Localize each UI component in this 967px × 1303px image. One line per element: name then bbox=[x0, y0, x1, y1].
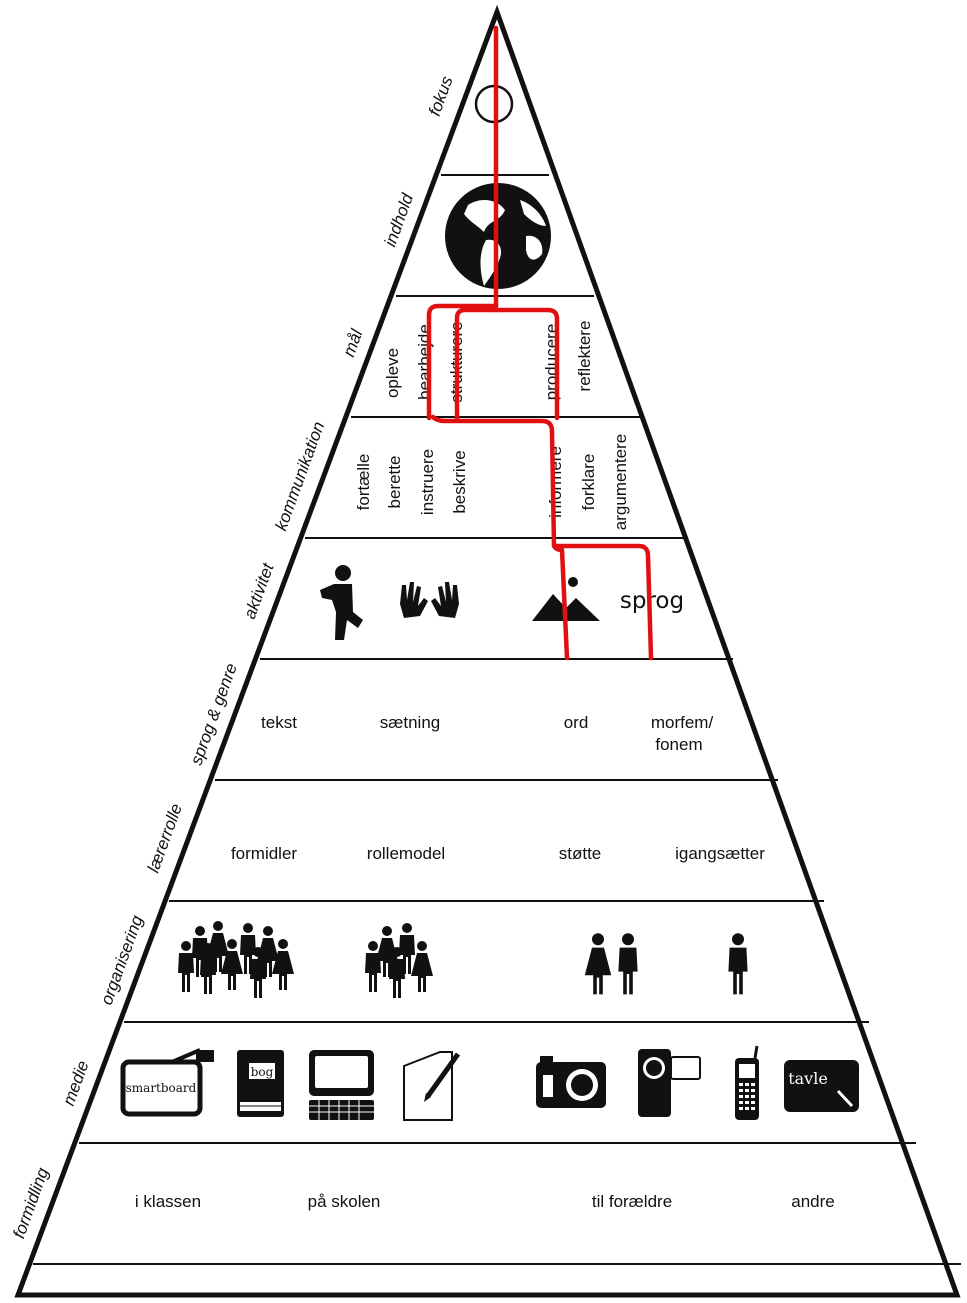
kommunikation-item-fortaelle: fortælle bbox=[354, 454, 373, 511]
laererrolle-item-stoette: støtte bbox=[559, 844, 602, 863]
formidling-item-til-foraeldre: til forældre bbox=[592, 1192, 672, 1211]
smartboard-label: smartboard bbox=[126, 1081, 197, 1095]
book-label: bog bbox=[251, 1065, 274, 1079]
sprog-genre-item-saetning: sætning bbox=[380, 713, 440, 732]
formidling-item-andre: andre bbox=[791, 1192, 834, 1211]
blackboard-icon: tavle bbox=[784, 1060, 859, 1112]
side-label-maal: mål bbox=[339, 326, 367, 359]
kommunikation-item-argumentere: argumentere bbox=[611, 434, 630, 530]
side-label-fokus: fokus bbox=[425, 73, 457, 118]
computer-icon bbox=[309, 1050, 374, 1120]
sprog-genre-item-fonem: fonem bbox=[655, 735, 702, 754]
maal-item-reflektere: reflektere bbox=[575, 321, 594, 392]
kommunikation-item-instruere: instruere bbox=[418, 449, 437, 515]
kommunikation-item-berette: berette bbox=[385, 456, 404, 509]
laererrolle-item-formidler: formidler bbox=[231, 844, 297, 863]
maal-item-opleve: opleve bbox=[383, 348, 402, 398]
laererrolle-item-rollemodel: rollemodel bbox=[367, 844, 445, 863]
sprog-genre-item-tekst: tekst bbox=[261, 713, 297, 732]
kommunikation-item-forklare: forklare bbox=[579, 454, 598, 511]
smartboard-icon: smartboard bbox=[123, 1050, 214, 1114]
book-icon: bog bbox=[237, 1050, 284, 1117]
formidling-item-paa-skolen: på skolen bbox=[308, 1192, 381, 1211]
aktivitet-item-sprog: sprog bbox=[620, 588, 684, 614]
sprog-genre-item-morfem: morfem/ bbox=[651, 713, 714, 732]
kommunikation-item-beskrive: beskrive bbox=[450, 450, 469, 513]
formidling-item-i-klassen: i klassen bbox=[135, 1192, 201, 1211]
paper-pencil-icon bbox=[404, 1052, 458, 1120]
laererrolle-item-igangsaetter: igangsætter bbox=[675, 844, 765, 863]
sprog-genre-item-ord: ord bbox=[564, 713, 589, 732]
camera-icon bbox=[536, 1056, 606, 1108]
side-label-medie: medie bbox=[59, 1058, 93, 1108]
blackboard-label: tavle bbox=[788, 1069, 828, 1088]
